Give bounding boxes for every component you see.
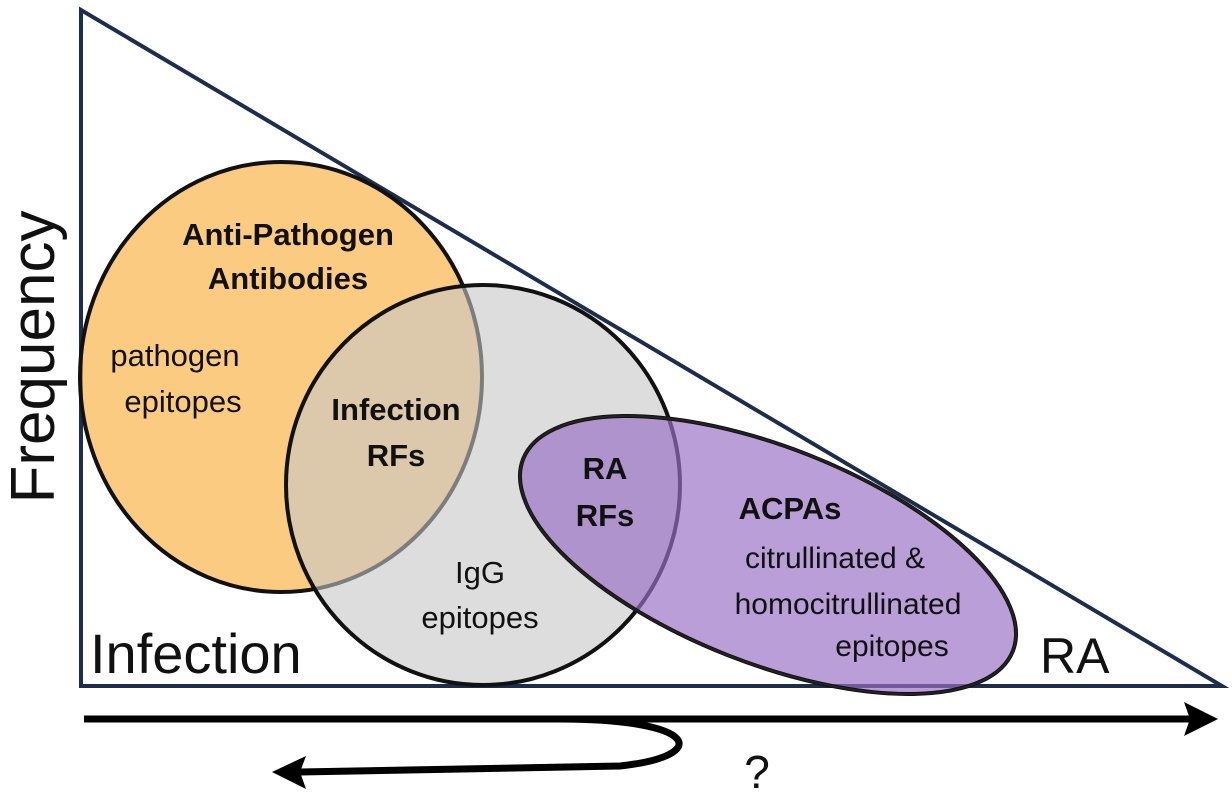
acpa-sub-line3: epitopes <box>835 630 948 663</box>
acpa-ellipse-edge <box>518 415 1018 695</box>
pathogen-epitopes-line2: epitopes <box>124 384 241 419</box>
infection-rfs-line2: RFs <box>367 438 426 473</box>
ra-corner-label: RA <box>1040 628 1110 684</box>
forward-arrowhead <box>1184 702 1218 736</box>
acpa-title: ACPAs <box>739 491 842 526</box>
acpa-sub-line2: homocitrullinated <box>735 588 962 621</box>
igg-epitopes-line2: epitopes <box>421 600 538 635</box>
backward-arrowhead <box>272 756 306 789</box>
anti-pathogen-title-line2: Antibodies <box>208 261 368 296</box>
ra-rfs-line1: RA <box>583 451 628 486</box>
igg-epitopes-line1: IgG <box>455 555 505 590</box>
anti-pathogen-title-line1: Anti-Pathogen <box>182 217 394 252</box>
acpa-ellipse <box>517 414 1019 696</box>
infection-rfs-line1: Infection <box>331 392 460 427</box>
acpa-sub-line1: citrullinated & <box>745 542 925 575</box>
question-mark: ? <box>744 746 770 795</box>
loop-back-curve <box>299 715 683 776</box>
progression-arrow <box>84 702 1218 789</box>
ra-rfs-line2: RFs <box>576 498 635 533</box>
y-axis-label: Frequency <box>0 211 68 504</box>
pathogen-epitopes-line1: pathogen <box>110 338 239 373</box>
infection-corner-label: Infection <box>90 622 302 685</box>
